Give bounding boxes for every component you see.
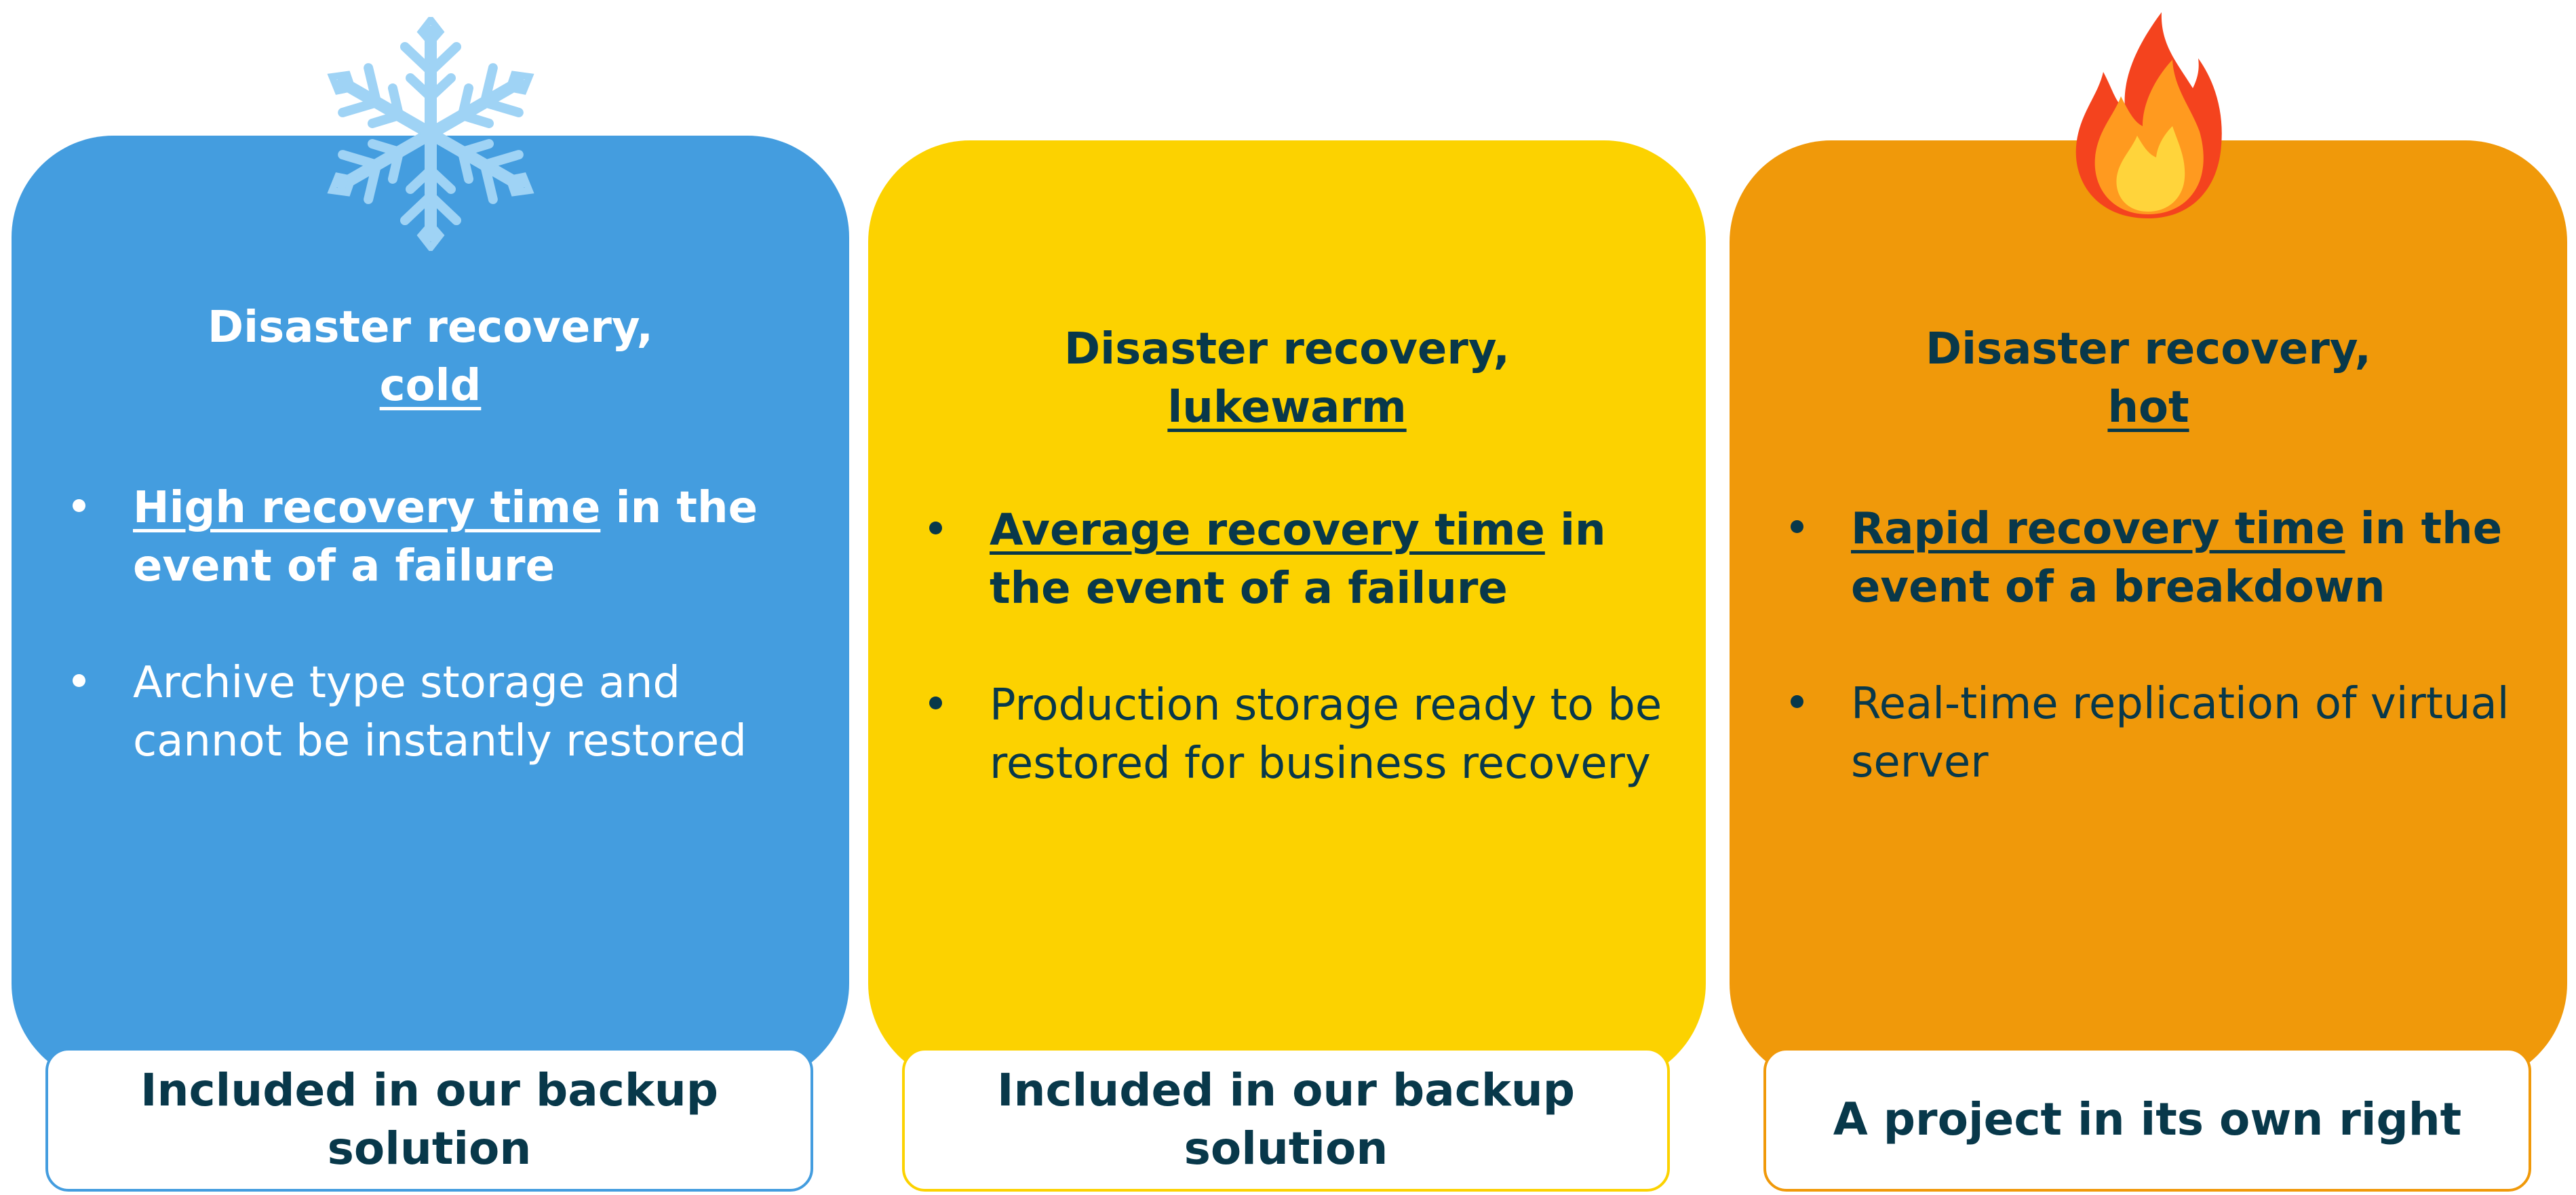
- bullet-replication: Real-time replication of virtual server: [1730, 675, 2567, 791]
- title-tier: hot: [2107, 383, 2189, 433]
- bullet-text: in the event of a breakdown: [1851, 504, 2503, 612]
- bullet-text: in the event of a failure: [133, 483, 758, 591]
- title-tier: cold: [379, 361, 482, 411]
- bullet-dot: [1791, 695, 1803, 708]
- snowflake-icon: [326, 17, 536, 251]
- card-cold: Disaster recovery, cold High recovery ti…: [12, 136, 849, 1085]
- bullet-list: Average recovery time in the event of a …: [868, 501, 1706, 793]
- title-line1: Disaster recovery,: [1926, 324, 2371, 374]
- bullet-emphasis: Average recovery time: [990, 505, 1545, 555]
- title-line1: Disaster recovery,: [1064, 324, 1510, 374]
- bullet-dot: [73, 674, 85, 687]
- bullet-text: Production storage ready to be restored …: [990, 680, 1662, 789]
- bullet-dot: [1791, 520, 1803, 533]
- bullet-list: Rapid recovery time in the event of a br…: [1730, 500, 2567, 791]
- bullet-storage: Production storage ready to be restored …: [868, 676, 1706, 793]
- bullet-recovery-time: Rapid recovery time in the event of a br…: [1730, 500, 2567, 616]
- footer-lukewarm: Included in our backup solution: [902, 1048, 1670, 1192]
- bullet-recovery-time: Average recovery time in the event of a …: [868, 501, 1706, 618]
- bullet-text: in the event of a failure: [990, 505, 1606, 614]
- bullet-dot: [929, 697, 942, 709]
- bullet-storage: Archive type storage and cannot be insta…: [12, 654, 849, 770]
- bullet-emphasis: Rapid recovery time: [1851, 504, 2345, 554]
- footer-hot: A project in its own right: [1763, 1048, 2531, 1192]
- card-title-lukewarm: Disaster recovery, lukewarm: [868, 320, 1706, 437]
- card-title-cold: Disaster recovery, cold: [12, 298, 849, 415]
- card-title-hot: Disaster recovery, hot: [1730, 320, 2567, 437]
- title-tier: lukewarm: [1167, 383, 1407, 433]
- card-lukewarm: Disaster recovery, lukewarm Average reco…: [868, 140, 1706, 1085]
- bullet-recovery-time: High recovery time in the event of a fai…: [12, 479, 849, 595]
- title-line1: Disaster recovery,: [208, 302, 653, 353]
- bullet-text: Real-time replication of virtual server: [1851, 679, 2510, 787]
- card-hot: Disaster recovery, hot Rapid recovery ti…: [1730, 140, 2567, 1085]
- fire-icon: [2072, 7, 2225, 220]
- bullet-text: Archive type storage and cannot be insta…: [133, 658, 747, 766]
- bullet-dot: [929, 522, 942, 534]
- footer-cold: Included in our backup solution: [45, 1048, 813, 1192]
- bullet-emphasis: High recovery time: [133, 483, 601, 533]
- bullet-list: High recovery time in the event of a fai…: [12, 479, 849, 770]
- bullet-dot: [73, 499, 85, 512]
